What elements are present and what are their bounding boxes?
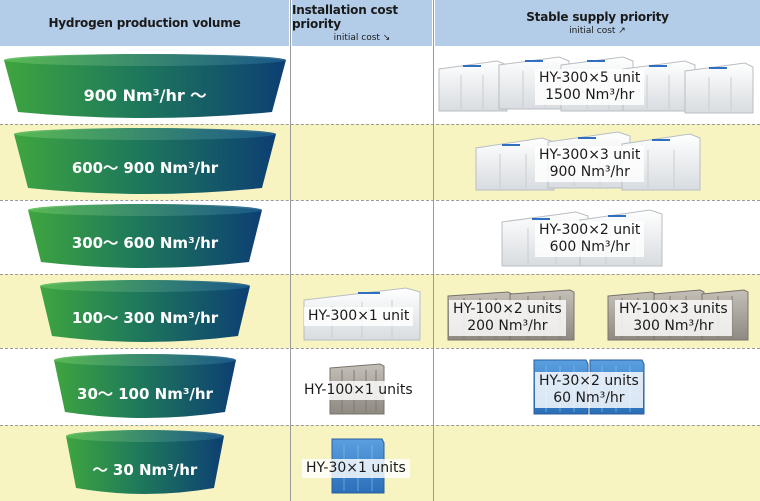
funnel-tier-shape	[40, 280, 250, 342]
tier-300-600: 300～ 600 Nm³/hr	[28, 202, 262, 270]
stable-capacity: 600 Nm³/hr	[549, 239, 630, 255]
tier-100-300: 100～ 300 Nm³/hr	[40, 278, 250, 344]
column-divider-2	[433, 0, 434, 501]
tier-volume-label: 900 Nm³/hr ～	[83, 86, 207, 105]
installation-model: HY-300×1 unit	[308, 308, 410, 324]
tier-volume-label: ～ 30 Nm³/hr	[92, 461, 198, 479]
stable-label-30: HY-30×2 units 60 Nm³/hr	[535, 372, 643, 408]
tier-volume-label: 100～ 300 Nm³/hr	[71, 309, 219, 327]
row-divider	[0, 425, 760, 426]
stable-capacity: 60 Nm³/hr	[553, 390, 625, 406]
header-installation-sub: initial cost ↘	[333, 33, 391, 43]
stable-capacity: 900 Nm³/hr	[549, 164, 630, 180]
column-divider-1	[290, 0, 291, 501]
installation-label-100: HY-300×1 unit	[304, 307, 414, 326]
stable-label-600: HY-300×3 unit 900 Nm³/hr	[535, 146, 645, 182]
tier-volume-label: 30～ 100 Nm³/hr	[77, 385, 213, 403]
stable-model: HY-300×2 unit	[539, 222, 641, 238]
funnel-tier-shape	[54, 354, 236, 418]
stable-model: HY-100×2 units	[453, 301, 562, 317]
tier-600-900: 600～ 900 Nm³/hr	[14, 126, 276, 196]
installation-model: HY-30×1 units	[306, 460, 406, 476]
stable-model: HY-300×5 unit	[539, 70, 641, 86]
row-divider	[0, 274, 760, 275]
funnel-tier-shape	[14, 128, 276, 194]
stable-label-100-b: HY-100×3 units 300 Nm³/hr	[615, 300, 732, 336]
installation-label-30: HY-100×1 units	[300, 381, 417, 400]
row-divider	[0, 348, 760, 349]
tier-volume-label: 600～ 900 Nm³/hr	[71, 159, 219, 177]
stable-capacity: 1500 Nm³/hr	[545, 87, 635, 103]
tier-volume-label: 300～ 600 Nm³/hr	[71, 234, 219, 252]
funnel-tier-shape	[66, 430, 224, 494]
stable-model: HY-300×3 unit	[539, 147, 641, 163]
stable-label-300: HY-300×2 unit 600 Nm³/hr	[535, 221, 645, 257]
stable-model: HY-100×3 units	[619, 301, 728, 317]
installation-label-under-30: HY-30×1 units	[302, 459, 410, 478]
funnel-tier-shape	[4, 54, 286, 118]
tier-30-100: 30～ 100 Nm³/hr	[54, 352, 236, 420]
stable-capacity: 300 Nm³/hr	[633, 318, 714, 334]
header-stable-sub: initial cost ↗	[569, 26, 626, 36]
row-divider	[0, 200, 760, 201]
tier-900-plus: 900 Nm³/hr ～	[4, 52, 286, 120]
tier-under-30: ～ 30 Nm³/hr	[66, 428, 224, 496]
header-installation-title: Installation cost priority	[292, 3, 398, 31]
header-stable: Stable supply priority initial cost ↗	[435, 0, 760, 46]
funnel-tier-shape	[28, 204, 262, 268]
header-installation: Installation cost priority initial cost …	[292, 0, 432, 46]
stable-model: HY-30×2 units	[539, 373, 639, 389]
stable-label-100-a: HY-100×2 units 200 Nm³/hr	[449, 300, 566, 336]
row-divider	[0, 124, 760, 125]
stable-label-900: HY-300×5 unit 1500 Nm³/hr	[535, 69, 645, 105]
header-stable-title: Stable supply priority	[526, 10, 669, 24]
installation-model: HY-100×1 units	[304, 382, 413, 398]
stable-capacity: 200 Nm³/hr	[467, 318, 548, 334]
header-volume-title: Hydrogen production volume	[48, 16, 241, 30]
header-volume: Hydrogen production volume	[0, 0, 289, 46]
